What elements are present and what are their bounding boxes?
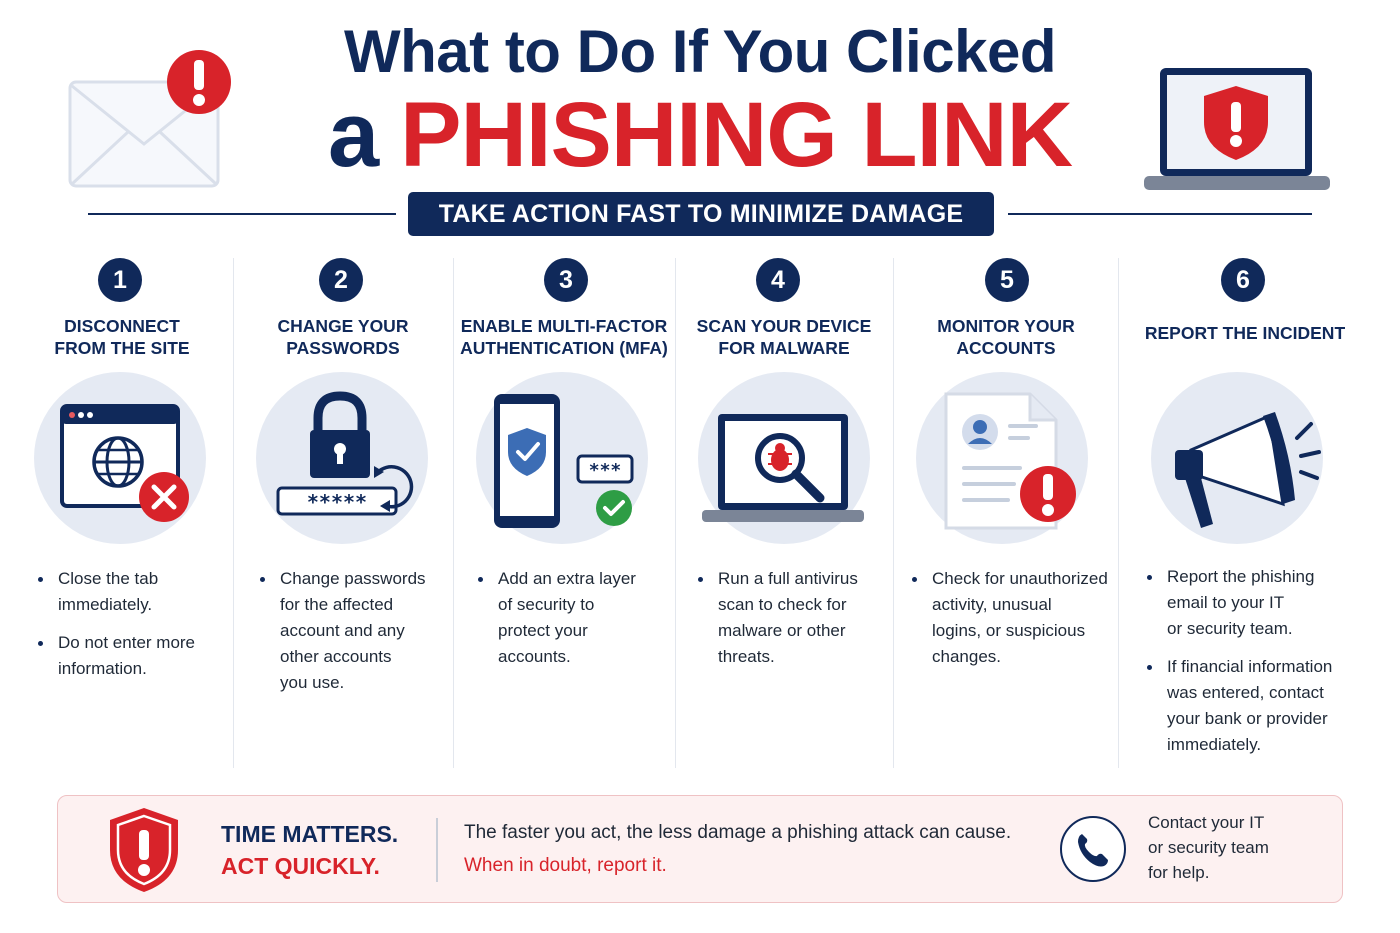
column-divider <box>1118 258 1119 768</box>
column-divider <box>453 258 454 768</box>
step-illustration: ***** <box>256 372 428 544</box>
step-number: 6 <box>1221 258 1265 302</box>
title-phishing-link: PHISHING LINK <box>400 84 1073 186</box>
password-mask: ***** <box>307 490 367 514</box>
footer-divider <box>436 818 438 882</box>
shield-alert-icon <box>110 808 178 892</box>
phone-shield-check-icon: *** <box>494 394 634 528</box>
banner-rule-right <box>1008 213 1312 215</box>
document-alert-icon <box>944 392 1076 530</box>
browser-globe-x-icon <box>60 404 189 522</box>
step-number: 4 <box>756 258 800 302</box>
footer-message-red: When in doubt, report it. <box>464 855 667 876</box>
laptop-magnifier-bug-icon <box>702 414 864 522</box>
step-number: 2 <box>319 258 363 302</box>
footer-message: The faster you act, the less damage a ph… <box>464 822 1012 843</box>
megaphone-icon <box>1175 412 1321 528</box>
step-number: 3 <box>544 258 588 302</box>
step-number: 1 <box>98 258 142 302</box>
step-illustration <box>916 372 1088 544</box>
column-divider <box>233 258 234 768</box>
footer-callout: TIME MATTERS. ACT QUICKLY. The faster yo… <box>57 795 1343 903</box>
step-illustration <box>34 372 206 544</box>
step-heading: REPORT THE INCIDENT <box>1144 323 1346 343</box>
step-6: 6 REPORT THE INCIDENT Report the phishin… <box>1121 258 1369 770</box>
code-mask: *** <box>589 460 622 481</box>
laptop-shield-icon <box>1144 68 1330 190</box>
email-alert-icon <box>68 50 231 188</box>
step-illustration <box>698 372 870 544</box>
title-word-a: a <box>327 84 379 186</box>
phone-icon-circle <box>1060 816 1126 882</box>
banner-take-action: TAKE ACTION FAST TO MINIMIZE DAMAGE <box>408 192 994 236</box>
page-title-line-1: What to Do If You Clicked <box>344 18 1056 85</box>
footer-headline-2: ACT QUICKLY. <box>221 853 380 879</box>
phone-icon <box>1078 834 1108 867</box>
column-divider <box>893 258 894 768</box>
padlock-password-icon: ***** <box>276 391 414 516</box>
footer-headline-1: TIME MATTERS. <box>221 821 399 847</box>
step-illustration <box>1151 372 1323 544</box>
step-illustration: *** <box>476 372 648 544</box>
column-divider <box>675 258 676 768</box>
banner-rule-left <box>88 213 396 215</box>
step-number: 5 <box>985 258 1029 302</box>
